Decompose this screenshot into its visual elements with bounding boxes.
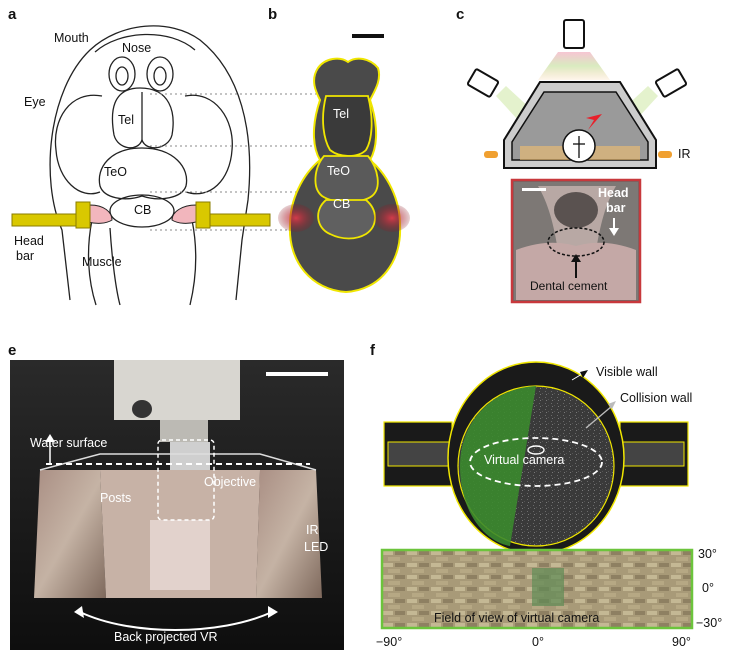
ir-led-left: [484, 151, 498, 158]
head-bar-photo: [510, 178, 642, 304]
y-tick-0: 0°: [702, 581, 714, 595]
x-tick-neg90: −90°: [376, 635, 403, 649]
label-cb-a: CB: [134, 203, 152, 217]
label-nose: Nose: [122, 41, 152, 55]
panel-letter-e: e: [8, 342, 17, 359]
label-tel-b: Tel: [333, 107, 349, 121]
label-back-projected-vr: Back projected VR: [114, 630, 218, 644]
label-objective: Objective: [204, 475, 257, 489]
label-muscle: Muscle: [82, 255, 122, 269]
panel-letter-c: c: [456, 6, 465, 23]
vr-setup-photo: [10, 360, 344, 650]
scale-bar-c: [522, 188, 546, 191]
label-mouth: Mouth: [54, 31, 89, 45]
label-cb-b: CB: [333, 197, 351, 211]
brain-micrograph: [278, 34, 410, 294]
y-tick-30: 30°: [698, 547, 717, 561]
label-eye: Eye: [24, 95, 46, 109]
label-head-bar-c-2: bar: [606, 201, 626, 215]
projector-left: [466, 68, 500, 98]
ir-led-right: [658, 151, 672, 158]
projector-right: [654, 68, 688, 98]
label-water-surface: Water surface: [30, 436, 108, 450]
label-head-bar-2: bar: [16, 249, 35, 263]
fish-head-schematic: [11, 25, 318, 306]
panel-letter-b: b: [268, 6, 278, 23]
y-tick-neg30: −30°: [696, 616, 723, 630]
label-tel-a: Tel: [118, 113, 134, 127]
projector-top: [563, 19, 585, 49]
x-tick-0: 0°: [532, 635, 544, 649]
field-of-view-strip: [380, 548, 694, 630]
panel-letter-a: a: [8, 6, 17, 23]
label-ir-led-1: IR: [306, 523, 319, 537]
label-visible-wall: Visible wall: [596, 365, 658, 379]
virtual-arena-render: [383, 361, 689, 555]
scale-bar-e: [266, 372, 328, 376]
label-teo-a: TeO: [104, 165, 127, 179]
red-arrow: [586, 114, 602, 130]
label-ir: IR: [678, 147, 691, 161]
x-tick-90: 90°: [672, 635, 691, 649]
label-head-bar-c-1: Head: [598, 186, 629, 200]
label-posts: Posts: [100, 491, 132, 505]
label-teo-b: TeO: [327, 164, 350, 178]
panel-letter-f: f: [370, 342, 375, 359]
tank-schematic: [466, 19, 688, 169]
label-dental-cement: Dental cement: [530, 279, 608, 293]
label-ir-led-2: LED: [304, 540, 329, 554]
scale-bar-b: [352, 34, 384, 38]
label-collision-wall: Collision wall: [620, 391, 693, 405]
label-field-of-view: Field of view of virtual camera: [434, 611, 600, 625]
label-head-bar-1: Head: [14, 234, 44, 248]
label-virtual-camera: Virtual camera: [484, 453, 565, 467]
